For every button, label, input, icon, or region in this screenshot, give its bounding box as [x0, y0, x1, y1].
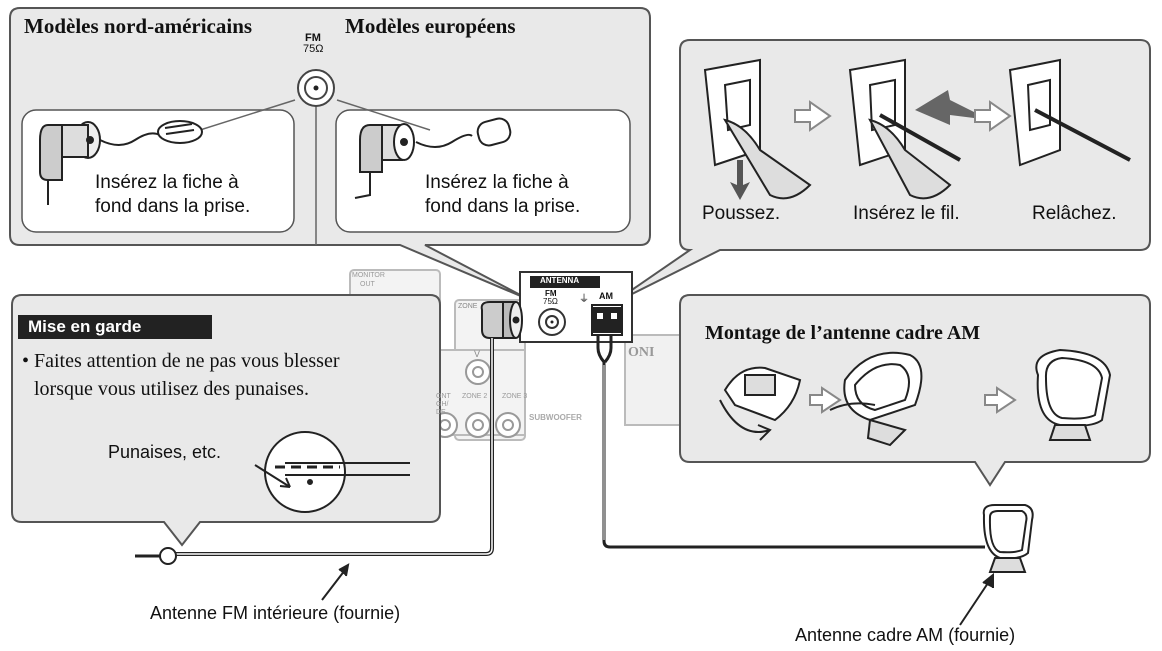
caution-bullet: • — [22, 350, 30, 372]
subwoofer-label: SUBWOOFER — [529, 413, 582, 422]
fm-caption-arrow-icon — [321, 563, 350, 601]
step-arrow-icon — [809, 386, 842, 414]
european-plug-icon — [354, 117, 512, 199]
brand-fragment: ONI — [628, 345, 655, 360]
receiver-fm-label: FM — [545, 289, 557, 298]
am-assembly-title: Montage de l’antenne cadre AM — [705, 322, 981, 344]
fm-plug-on-receiver-icon — [480, 301, 523, 339]
step-arrow-icon — [984, 386, 1017, 414]
am-step-insert-label: Insérez le fil. — [853, 203, 960, 224]
caution-text-line2: lorsque vous utilisez des punaises. — [34, 378, 309, 400]
am-caption-arrow-icon — [959, 572, 994, 626]
fm-antenna-caption: Antenne FM intérieure (fournie) — [150, 603, 401, 623]
front-line3: DE — [436, 409, 446, 416]
am-loop-antenna-icon — [982, 504, 1034, 573]
antenna-label-band — [530, 276, 600, 288]
monitor-out-line2: OUT — [360, 281, 375, 288]
zone-label: ZONE — [458, 303, 478, 310]
am-step-illustrations — [703, 58, 1131, 200]
receiver-am-label: AM — [599, 291, 613, 301]
am-assembly-illustrations — [719, 348, 1112, 447]
step-arrow-icon — [794, 100, 832, 132]
am-terminal-icon — [591, 304, 623, 336]
ground-symbol: ⏚ — [579, 294, 589, 305]
insert-arrow-icon — [915, 90, 990, 125]
caution-badge — [18, 315, 212, 339]
fm-antenna-end-icon — [159, 547, 177, 565]
am-step-push-label: Poussez. — [702, 203, 781, 224]
antenna-label: ANTENNA — [540, 276, 580, 285]
pins-label: Punaises, etc. — [108, 442, 222, 462]
caution-badge-label: Mise en garde — [28, 317, 142, 336]
north-american-plug-icon — [39, 120, 203, 205]
front-line2: GH/ — [436, 401, 449, 408]
v-label: V — [474, 349, 481, 359]
zone3-label: ZONE 3 — [502, 393, 528, 400]
caution-text-line1: Faites attention de ne pas vous blesser — [34, 350, 340, 372]
north-american-title: Modèles nord-américains — [24, 14, 253, 38]
fm-impedance-label: 75Ω — [303, 43, 324, 55]
step-arrow-icon — [974, 100, 1012, 132]
pins-illustration — [254, 431, 410, 513]
north-american-instruction-line1: Insérez la fiche à — [95, 172, 239, 193]
front-line1: ONT — [436, 393, 451, 400]
am-step-release-label: Relâchez. — [1032, 203, 1117, 224]
zone2-label: ZONE 2 — [462, 393, 488, 400]
receiver-fm-jack-icon — [538, 308, 566, 336]
monitor-out-line1: MONITOR — [352, 272, 385, 279]
north-american-instruction-line2: fond dans la prise. — [95, 196, 251, 217]
receiver-fm-impedance: 75Ω — [543, 297, 558, 306]
european-instruction-line2: fond dans la prise. — [425, 196, 581, 217]
fm-jack-icon — [297, 69, 335, 107]
european-instruction-line1: Insérez la fiche à — [425, 172, 569, 193]
european-title: Modèles européens — [345, 14, 516, 38]
fm-label: FM — [305, 32, 321, 44]
am-antenna-caption: Antenne cadre AM (fournie) — [795, 625, 1016, 645]
push-down-arrow-icon — [730, 160, 750, 200]
